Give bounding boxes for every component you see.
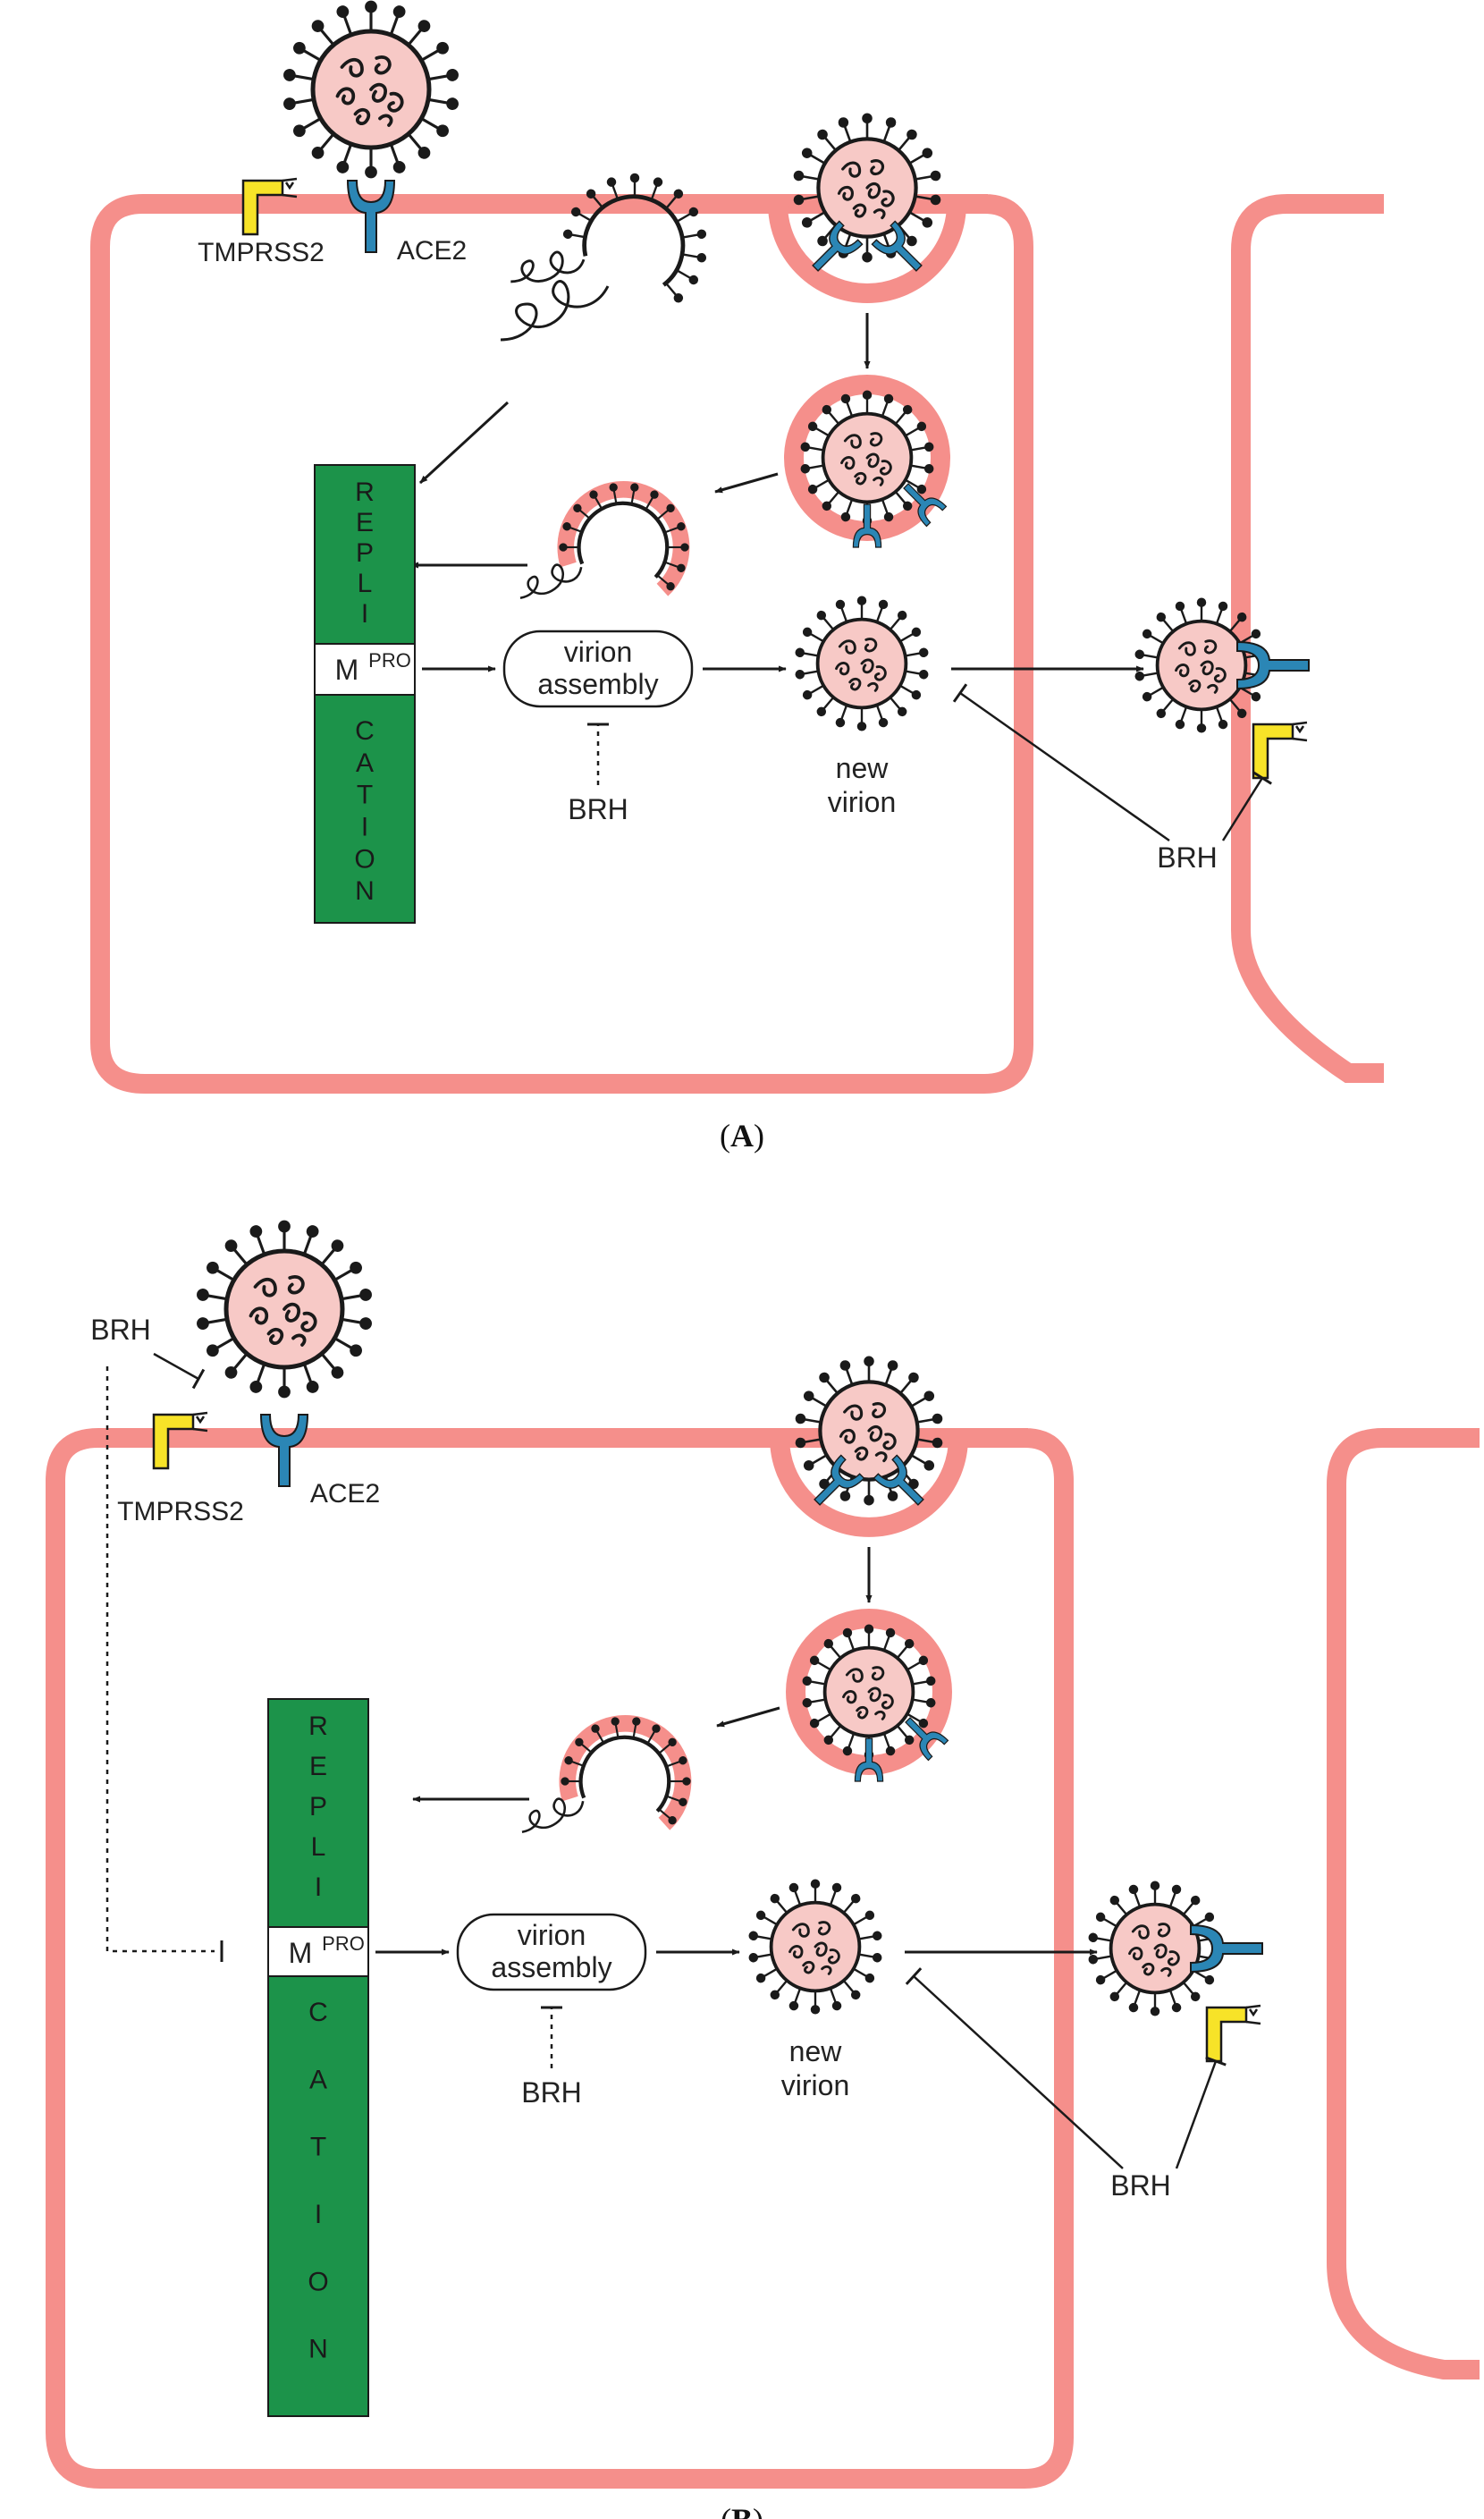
replication-letter: E	[356, 508, 374, 537]
new-virion-label-line2: virion	[781, 2069, 849, 2101]
brh-inhibits-release	[905, 1967, 1124, 2169]
virion-assembly-box	[456, 1913, 647, 1991]
new-virion	[746, 1878, 884, 2016]
panel-label: (A)	[720, 1118, 764, 1154]
brh-right-label: BRH	[1157, 841, 1218, 874]
replication-letter: C	[308, 1998, 328, 2027]
new-virion	[793, 595, 931, 732]
endocytosis-pit	[768, 203, 966, 303]
replication-letter: L	[311, 1832, 326, 1862]
replication-letter: I	[315, 1872, 322, 1902]
replication-letter: I	[361, 813, 368, 842]
replication-letter: I	[315, 2200, 322, 2229]
replication-letter: L	[358, 569, 373, 598]
panel-label: (B)	[721, 2502, 763, 2519]
replication-letter: C	[355, 716, 375, 746]
mpro-label: M	[335, 654, 359, 686]
replication-letter: R	[308, 1712, 328, 1741]
new-virion-label-line1: new	[836, 752, 890, 784]
replication-upper	[314, 464, 416, 645]
new-virion-label-line1: new	[789, 2035, 843, 2067]
brh-inhibits-neighbor-tmprss2	[1175, 2056, 1227, 2169]
replication-letter: O	[308, 2267, 328, 2296]
endosome	[786, 1609, 952, 1782]
panel-letter: B	[731, 2502, 753, 2519]
cell-membrane	[46, 1428, 1074, 2489]
brh-inhibits-assembly	[541, 2006, 562, 2068]
brh-tmprss2-label: BRH	[90, 1314, 151, 1346]
replication-letter: P	[309, 1792, 327, 1822]
ace2-label: ACE2	[397, 236, 467, 266]
replication-letter: N	[355, 876, 375, 906]
endocytosis-pit	[770, 1437, 968, 1537]
brh-inhibits-release	[952, 683, 1170, 842]
replication-letter: N	[308, 2335, 328, 2364]
endosome-exit-arrow	[716, 1706, 780, 1728]
membrane-capsid	[519, 481, 690, 599]
neighbor-ace2	[1190, 1924, 1263, 1973]
mpro-label: M	[289, 1937, 313, 1969]
endosome	[784, 375, 950, 548]
rna-release-arrow	[418, 401, 510, 485]
replication-lower	[314, 694, 416, 924]
membrane-capsid	[521, 1715, 692, 1833]
attached-virion	[194, 1219, 375, 1399]
replication-letter: R	[355, 478, 375, 507]
assembly-label-line1: virion	[518, 1919, 586, 1951]
replication-lower	[267, 1975, 369, 2417]
brh-assembly-label: BRH	[521, 2076, 582, 2109]
brh-inhibits-tmprss2	[153, 1352, 206, 1390]
entering-virion	[1086, 1880, 1224, 2017]
neighbor-tmprss2	[1205, 2004, 1262, 2063]
ace2-receptor	[347, 180, 395, 253]
uncoating-virion	[510, 172, 709, 306]
brh-right-label: BRH	[1110, 2169, 1171, 2202]
replication-letter: O	[354, 844, 375, 874]
mpro-superscript: PRO	[322, 1932, 365, 1955]
replication-upper	[267, 1698, 369, 1928]
panel-letter: A	[730, 1118, 754, 1154]
attached-virion	[281, 0, 461, 180]
endocytosing-virion	[791, 112, 943, 264]
mpro-box	[267, 1926, 369, 1977]
replication-letter: A	[356, 748, 374, 778]
tmprss2-label: TMPRSS2	[117, 1497, 244, 1526]
assembly-label-line2: assembly	[537, 668, 658, 700]
assembly-label-line1: virion	[564, 636, 632, 668]
ace2-receptor	[260, 1414, 308, 1487]
neighbor-tmprss2	[1252, 721, 1309, 780]
virion-assembly-box	[502, 630, 694, 708]
brh-mpro-dashed-path	[105, 1366, 215, 1953]
tmprss2-label: TMPRSS2	[198, 238, 325, 267]
replication-letter: E	[309, 1752, 327, 1781]
cell-membrane	[90, 194, 1033, 1094]
neighbor-cell-membrane	[1231, 194, 1384, 1083]
replication-letter: A	[309, 2065, 327, 2094]
assembly-label-line2: assembly	[491, 1951, 611, 1983]
replication-letter: T	[357, 781, 373, 810]
brh-assembly-label: BRH	[568, 793, 628, 825]
mpro-superscript: PRO	[368, 649, 411, 672]
replication-letter: I	[361, 599, 368, 629]
replication-letter: P	[356, 538, 374, 568]
brh-inhibits-assembly	[587, 723, 609, 785]
new-virion-label-line2: virion	[828, 786, 896, 818]
neighbor-cell-membrane	[1327, 1428, 1480, 2380]
brh-inhibits-neighbor-tmprss2	[1221, 771, 1272, 841]
replication-letter: T	[310, 2133, 326, 2162]
endosome-exit-arrow	[714, 472, 779, 494]
ace2-label: ACE2	[310, 1479, 380, 1509]
